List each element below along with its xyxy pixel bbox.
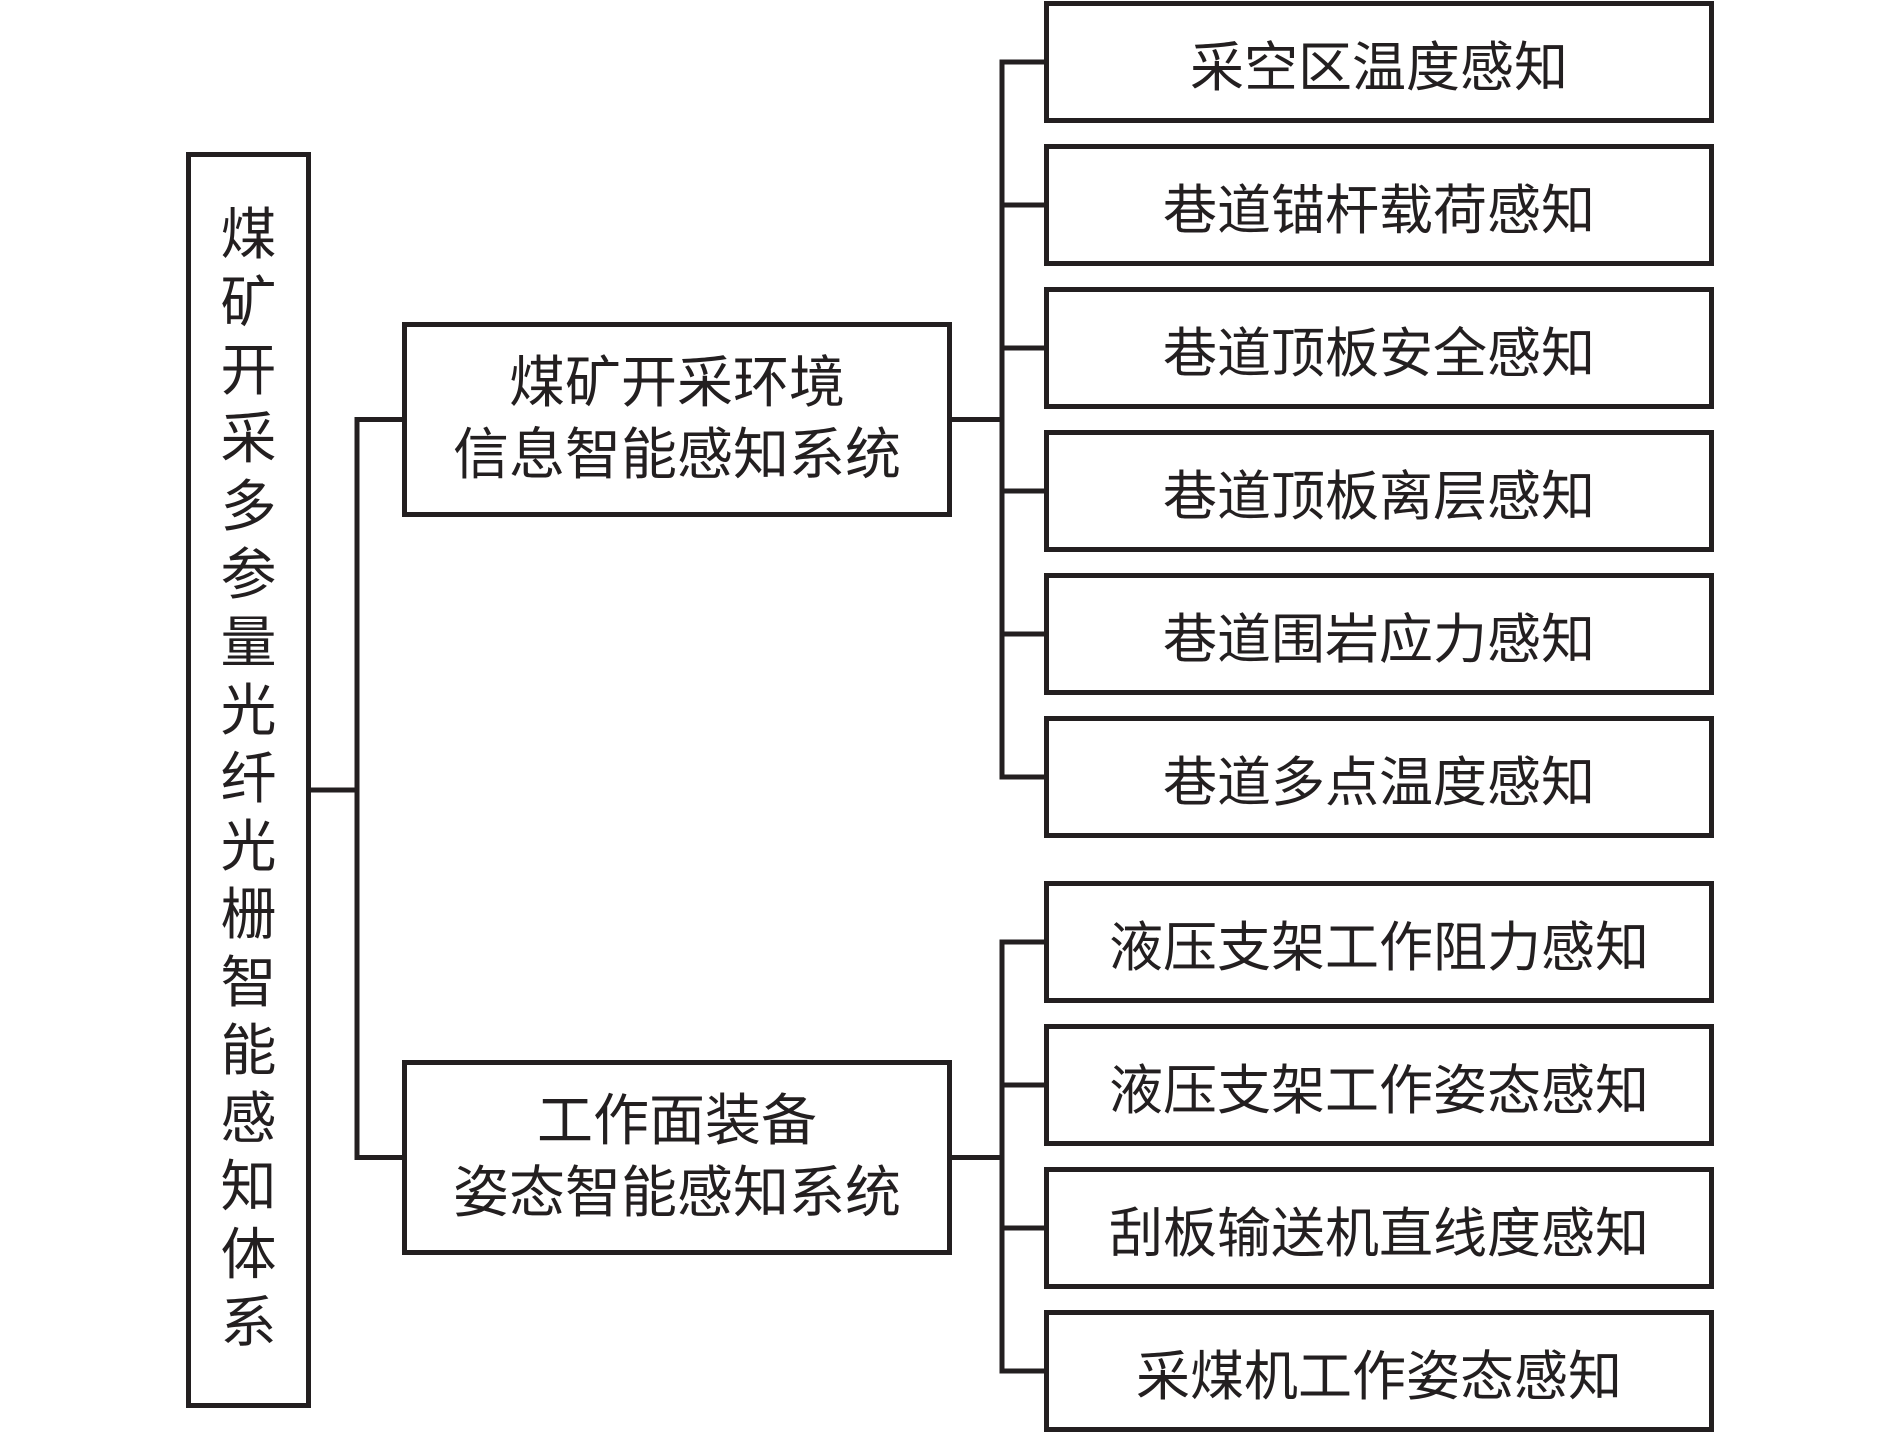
root-node: 煤矿开采多参量光纤光栅智能感知体系	[186, 152, 311, 1408]
leaf-node-rock-stress: 巷道围岩应力感知	[1044, 573, 1714, 695]
root-node-char: 系	[220, 1291, 277, 1356]
root-node-char: 光	[220, 679, 277, 744]
leaf-node-conveyor-straightness: 刮板输送机直线度感知	[1044, 1167, 1714, 1289]
root-node-char: 感	[220, 1087, 277, 1152]
root-node-char: 多	[220, 475, 277, 540]
leaf-node-multipoint-temperature: 巷道多点温度感知	[1044, 716, 1714, 838]
leaf-node-roof-safety: 巷道顶板安全感知	[1044, 287, 1714, 409]
system-node-line: 工作面装备	[537, 1088, 817, 1154]
leaf-node-roof-separation: 巷道顶板离层感知	[1044, 430, 1714, 552]
root-node-label: 煤矿开采多参量光纤光栅智能感知体系	[221, 202, 277, 1358]
root-node-char: 采	[220, 407, 277, 472]
leaf-node-goaf-temperature: 采空区温度感知	[1044, 1, 1714, 123]
root-node-char: 纤	[220, 747, 277, 812]
root-node-char: 体	[220, 1223, 277, 1288]
leaf-node-shearer-posture: 采煤机工作姿态感知	[1044, 1310, 1714, 1432]
root-node-char: 煤	[220, 203, 277, 268]
system-node-environment: 煤矿开采环境 信息智能感知系统	[402, 322, 952, 517]
system-node-line: 煤矿开采环境	[509, 350, 845, 416]
root-node-char: 量	[220, 611, 277, 676]
leaf-node-support-resistance: 液压支架工作阻力感知	[1044, 881, 1714, 1003]
root-node-char: 智	[220, 951, 277, 1016]
system-node-line: 信息智能感知系统	[453, 422, 901, 488]
root-node-char: 栅	[220, 883, 277, 948]
root-node-char: 参	[220, 543, 277, 608]
root-node-char: 知	[220, 1155, 277, 1220]
root-node-char: 能	[220, 1019, 277, 1084]
root-node-char: 光	[220, 815, 277, 880]
leaf-node-support-posture: 液压支架工作姿态感知	[1044, 1024, 1714, 1146]
leaf-node-bolt-load: 巷道锚杆载荷感知	[1044, 144, 1714, 266]
system-node-line: 姿态智能感知系统	[453, 1160, 901, 1226]
root-node-char: 矿	[220, 271, 277, 336]
system-node-equipment: 工作面装备 姿态智能感知系统	[402, 1060, 952, 1255]
root-node-char: 开	[220, 339, 277, 404]
